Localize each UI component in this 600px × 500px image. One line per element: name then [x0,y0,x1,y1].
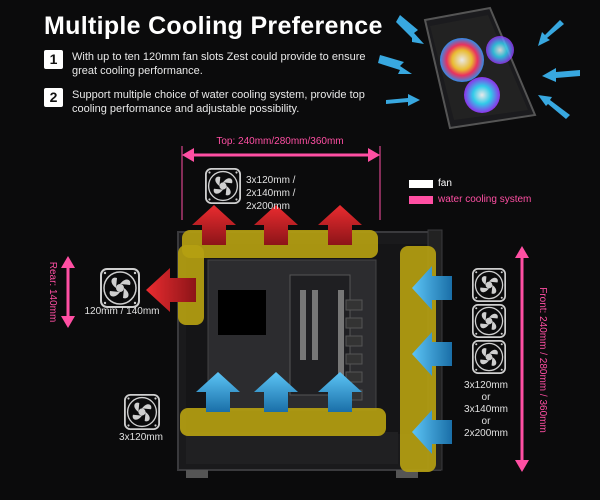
bottom-intake-arrows [196,372,362,412]
top-radiator-label: Top: 240mm/280mm/360mm [216,136,344,147]
front-fan-icon-1 [472,268,506,302]
bullet-text-2: Support multiple choice of water cooling… [72,89,365,115]
front-fan-options: 3x120mm or 3x140mm or 2x200mm [454,380,518,440]
case-front-photo [378,6,580,130]
legend-water-label: water cooling system [438,194,532,205]
front-fan-option-1: 3x120mm [464,380,508,391]
rear-exhaust-arrow [146,268,196,312]
dimension-lines [61,146,529,472]
front-or-2: or [481,416,491,427]
bottom-radiator [180,408,386,436]
rear-fan-icon [100,268,140,308]
bottom-fan-label: 3x120mm [119,432,163,443]
bullet-number-2: 2 [44,88,63,107]
bullet-number-1: 1 [44,50,63,69]
photo-intake-arrows [378,15,580,119]
front-or-1: or [481,392,491,403]
front-fan-option-3: 2x200mm [464,428,508,439]
rear-fan-label: 120mm / 140mm [84,306,160,317]
bullet-text-1: With up to ten 120mm fan slots Zest coul… [72,51,366,77]
front-fan-icon-2 [472,304,506,338]
rear-radiator-label: Rear: 140mm [47,262,58,323]
top-fan-label: 3x120mm / 2x140mm / 2x200mm [246,175,296,212]
front-fan-icon-3 [472,340,506,374]
front-intake-arrows [412,266,452,454]
top-fan-icon [205,168,241,204]
top-exhaust-arrows [192,205,362,245]
legend-fan-label: fan [438,178,452,189]
legend-water-swatch [409,196,433,204]
front-radiator-label: Front: 240mm / 280mm / 360mm [537,287,548,433]
page-title: Multiple Cooling Preference [44,12,383,40]
legend-fan-swatch [409,180,433,188]
front-fan-option-2: 3x140mm [464,404,508,415]
bottom-fan-icon [124,394,160,430]
